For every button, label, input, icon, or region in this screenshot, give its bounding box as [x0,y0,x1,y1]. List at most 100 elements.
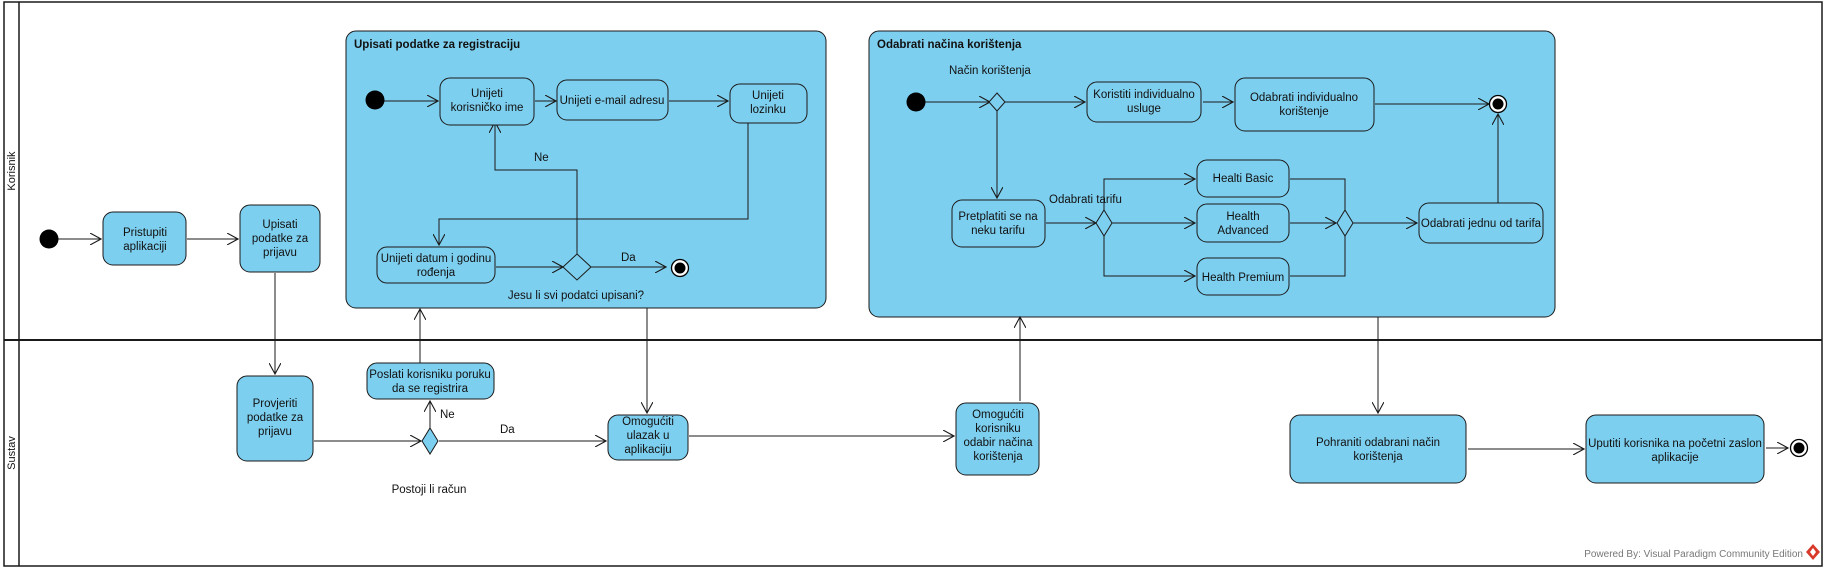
action-provjeriti-podatke [236,375,314,462]
guard-account-ne: Ne [440,409,455,421]
merge-tariff [1336,209,1354,237]
text-pretplatiti-2: neku tarifu [971,225,1025,237]
action-unijeti-lozinku [729,83,808,124]
text-advanced-1: Health [1226,211,1259,223]
svg-text:Uputiti korisnika na početni z: Uputiti korisnika na početni zaslon aplik… [1588,438,1762,464]
initial-node-main [39,229,59,249]
action-unijeti-korisnicko-ime [439,77,535,126]
text-ulazak-2: ulazak u [627,430,670,442]
text-premium: Health Premium [1202,272,1284,284]
text-upisati-2: podatke za [252,233,309,245]
region-usage-title: Odabrati načina korištenja [877,39,1022,51]
text-ind-usluge-2: usluge [1127,103,1161,115]
action-uputiti-korisnika [1585,414,1765,484]
text-poruka-2: da se registrira [392,383,469,395]
text-poruka-1: Poslati korisniku poruku [369,369,490,381]
initial-node-usage [906,92,926,112]
text-email: Unijeti e-mail adresu [560,95,665,107]
action-health-advanced [1196,203,1290,243]
guard-registration-ne: Ne [534,152,549,164]
text-datum-1: Unijeti datum i godinu [381,253,492,265]
text-uputiti-2: aplikacije [1651,452,1698,464]
initial-node-registration [365,90,385,110]
text-basic: Healti Basic [1213,173,1274,185]
text-korisnicko-2: korisničko ime [451,102,524,114]
text-korisnicko-1: Unijeti [471,88,503,100]
decision-registration-question: Jesu li svi podatci upisani? [508,290,644,302]
watermark-text: Powered By: Visual Paradigm Community Ed… [1584,549,1803,560]
decision-usage-mode [988,92,1006,112]
text-jedna-tarifa: Odabrati jednu od tarifa [1421,218,1542,230]
action-upisati-podatke-za-prijavu [239,204,321,273]
text-upisati-3: prijavu [263,247,297,259]
action-pohraniti-nacin [1289,414,1467,484]
action-omoguciti-ulazak [607,414,689,461]
decision-registration-complete [562,253,592,281]
visual-paradigm-logo-icon [1806,544,1820,560]
final-node-registration [670,258,690,278]
text-ulazak-3: aplikaciju [624,444,671,456]
text-provjeriti-1: Provjeriti [253,398,298,410]
text-datum-2: rođenja [417,267,456,279]
text-pohraniti-2: korištenja [1353,451,1403,463]
text-ulazak-1: Omogućiti [622,416,674,428]
action-healti-basic [1196,159,1290,198]
action-omoguciti-odabir [955,402,1040,476]
action-odabrati-individualno-koristenje [1234,77,1375,132]
region-registration-title: Upisati podatke za registraciju [354,39,520,51]
text-advanced-2: Advanced [1217,225,1268,237]
text-provjeriti-3: prijavu [258,426,292,438]
text-lozinka-2: lozinku [750,104,786,116]
decision-tariff [1095,209,1113,237]
text-pristupiti-1: Pristupiti [123,227,167,239]
action-unijeti-datum-rodjenja [376,246,496,284]
action-pristupiti-aplikaciji [102,211,187,266]
text-lozinka-1: Unijeti [752,90,784,102]
text-upisati-1: Upisati [262,219,297,231]
text-ind-odabrati-1: Odabrati individualno [1250,92,1358,104]
decision-tariff-label: Odabrati tarifu [1049,194,1122,206]
lane-label-sustav: Sustav [6,436,18,470]
text-odabir-2: korisniku [975,423,1020,435]
text-odabir-3: odabir načina [963,437,1033,449]
text-odabir-1: Omogućiti [972,409,1024,421]
text-pohraniti-1: Pohraniti odabrani način [1316,437,1440,449]
edges [58,101,1788,449]
action-pretplatiti-se-na-tarifu [951,199,1046,248]
decision-usage-label: Način korištenja [949,65,1031,77]
final-node-usage [1488,94,1508,114]
text-ind-usluge-1: Koristiti individualno [1093,89,1195,101]
lane-label-korisnik: Korisnik [6,151,18,191]
text-ind-odabrati-2: korištenje [1279,106,1328,118]
action-unijeti-email [556,79,669,121]
text-odabir-4: korištenja [973,451,1023,463]
text-pretplatiti-1: Pretplatiti se na [958,211,1038,223]
decision-account-exists [421,427,439,455]
action-koristiti-individualno-usluge [1086,81,1202,123]
action-poslati-poruku [366,362,495,400]
action-health-premium [1196,257,1290,296]
guard-account-da: Da [500,424,515,436]
text-uputiti-1: Uputiti korisnika na početni zaslon [1588,438,1762,450]
action-odabrati-jednu-od-tarifa [1418,202,1544,244]
final-node-main [1789,438,1809,458]
decision-account-question: Postoji li račun [392,484,467,496]
text-provjeriti-2: podatke za [247,412,304,424]
text-pristupiti-2: aplikaciji [123,241,166,253]
guard-registration-da: Da [621,252,636,264]
